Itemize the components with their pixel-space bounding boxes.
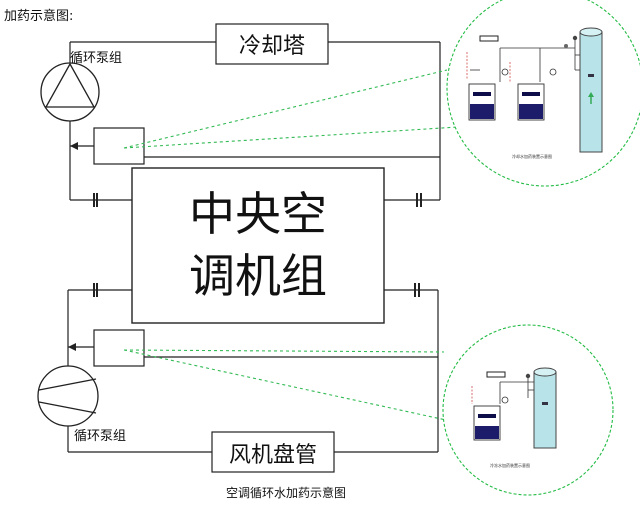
chiller-label-line1: 中央空 [189, 187, 327, 241]
dosing-box-bottom [93, 329, 145, 367]
flow-arrows [68, 142, 78, 351]
dosing-tank-bottom [473, 405, 501, 441]
cooling-tower-label: 冷却塔 [239, 34, 305, 59]
dosing-tank-top-1 [468, 83, 496, 121]
pump-group-label-bottom: 循环泵组 [74, 429, 126, 444]
circulation-pump-bottom [37, 365, 99, 427]
fan-coil-label: 风机盘管 [229, 443, 317, 468]
dosing-detail-bottom: 冷冻水加药装置示意图 [442, 324, 614, 496]
pump-group-label-top: 循环泵组 [70, 51, 122, 66]
cooling-tower: 冷却塔 [215, 23, 329, 65]
fan-coil: 风机盘管 [211, 431, 335, 473]
detail-top-caption: 冷却水加药装置示意图 [512, 153, 552, 159]
dosing-detail-top: 冷却水加药装置示意图 [446, 0, 640, 187]
circulation-pump-top [40, 62, 100, 122]
page-title: 加药示意图: [4, 8, 73, 24]
riser-pipe-bottom [533, 371, 557, 449]
valve-marks [93, 193, 422, 297]
chiller-unit: 中央空 调机组 [131, 167, 385, 324]
dosing-box-top [93, 127, 145, 165]
chiller-label-line2: 调机组 [189, 249, 327, 303]
diagram-caption: 空调循环水加药示意图 [226, 485, 346, 500]
dosing-tank-top-2 [517, 83, 545, 121]
detail-leader-lines [123, 69, 459, 421]
detail-bottom-caption: 冷冻水加药装置示意图 [490, 462, 530, 468]
